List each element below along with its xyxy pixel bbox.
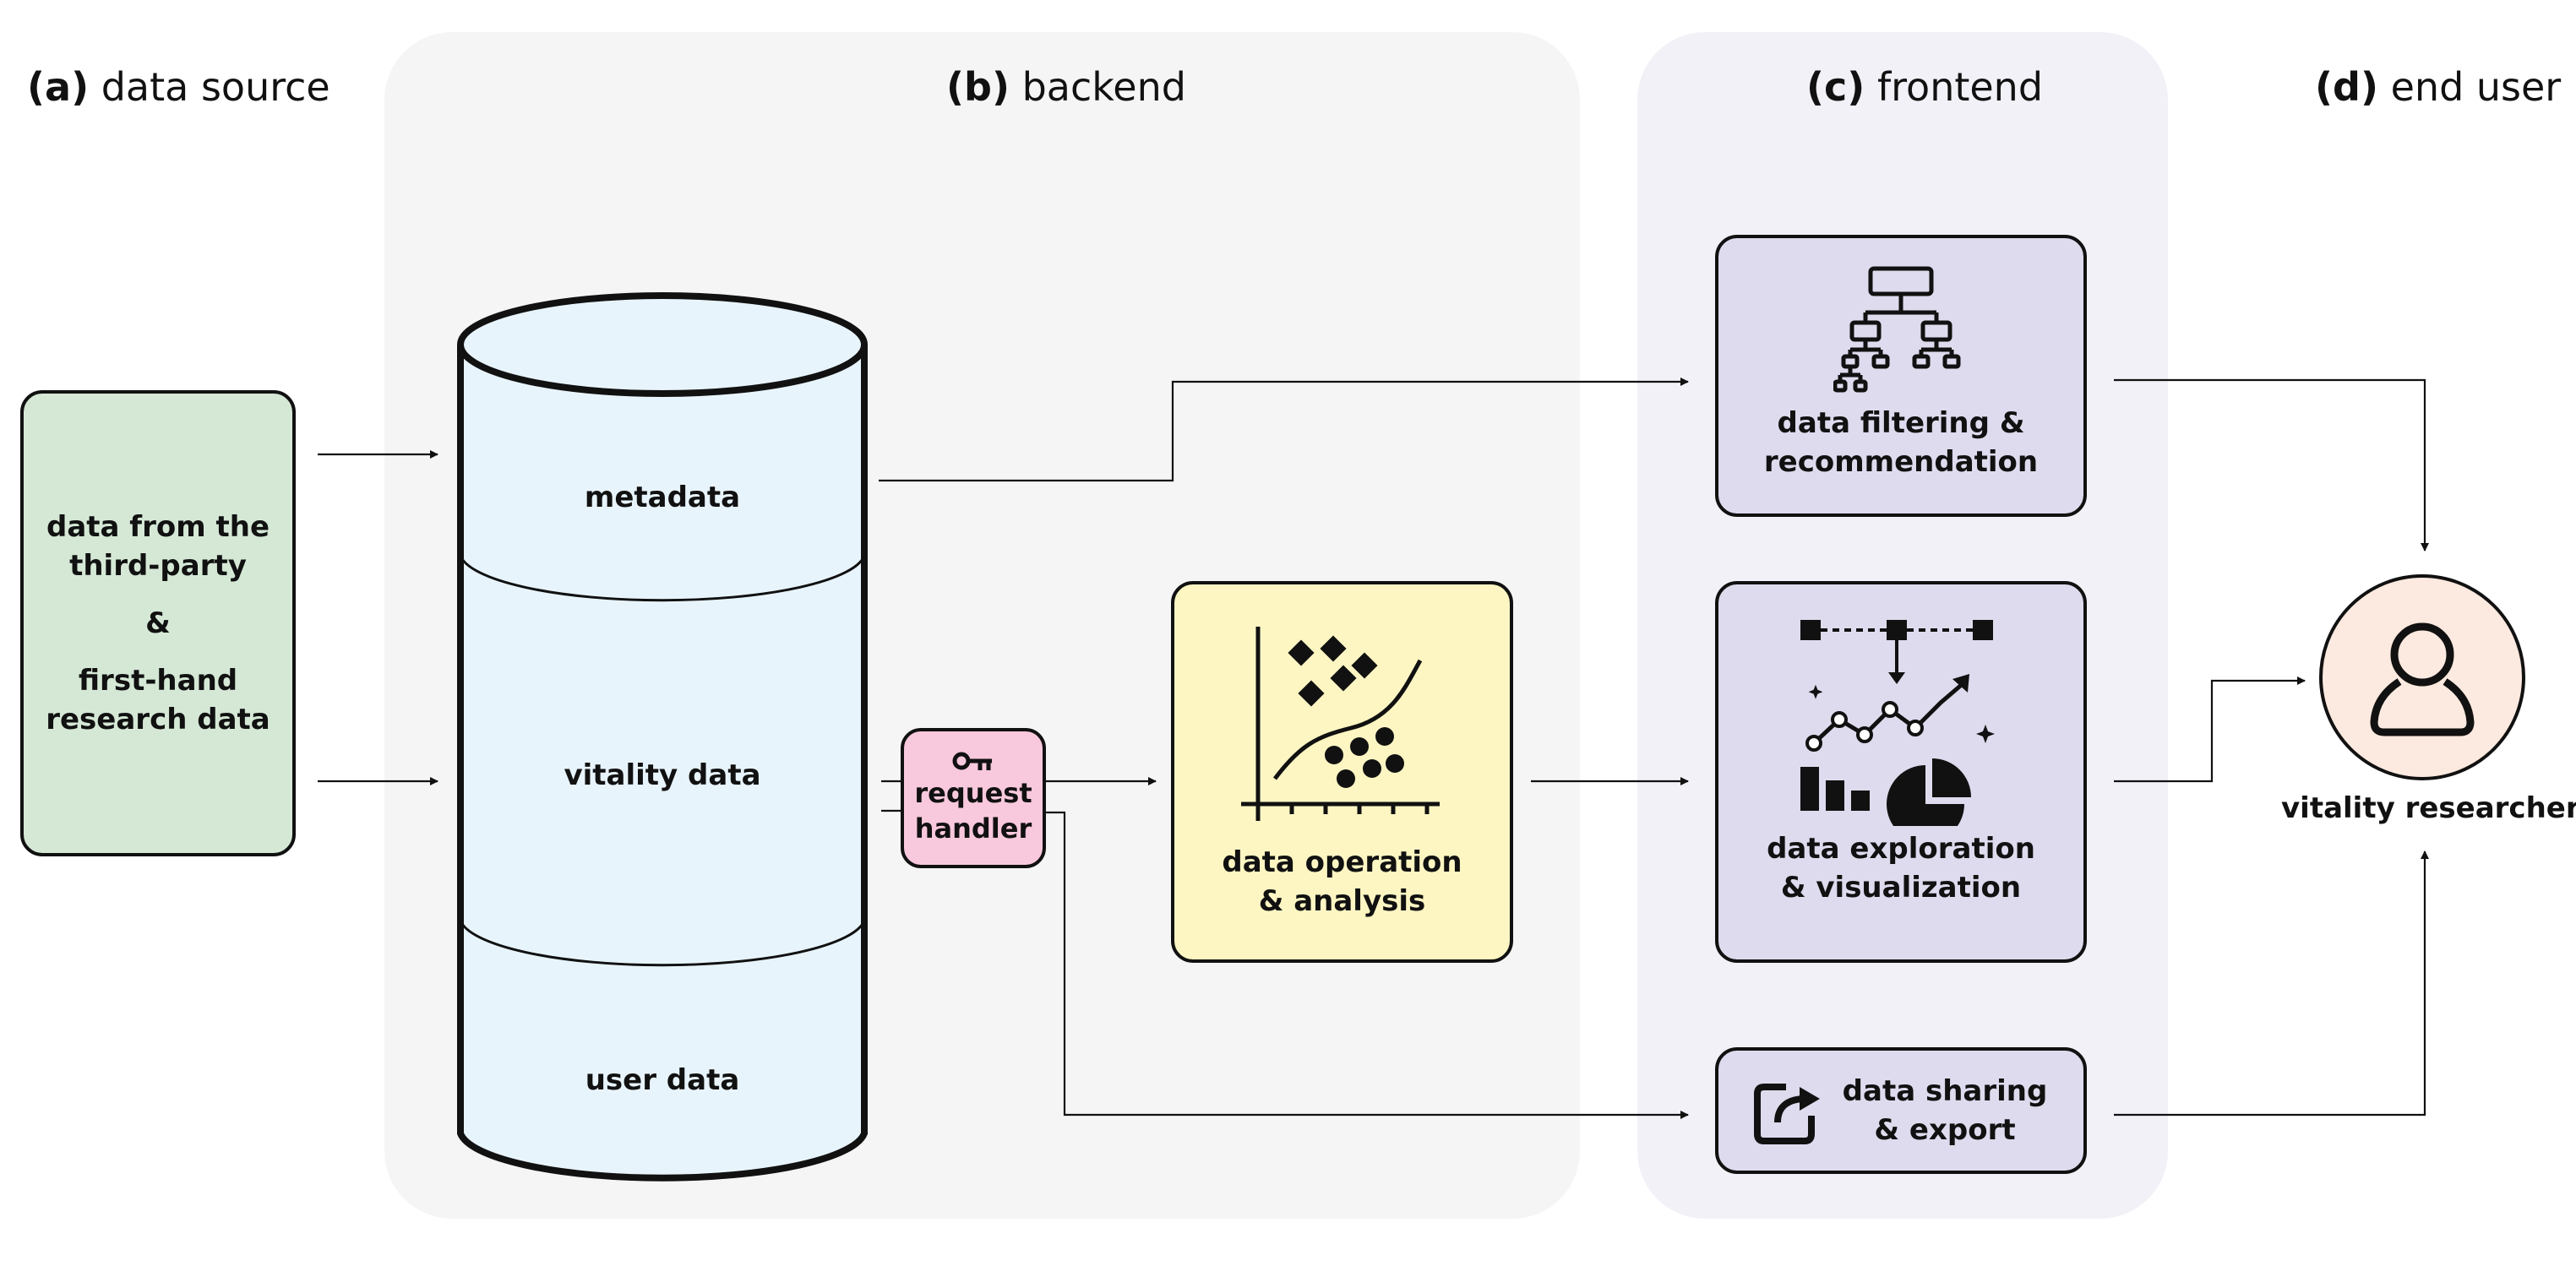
section-title-data-source: (a) data source bbox=[27, 64, 330, 110]
person-icon bbox=[2370, 622, 2475, 736]
arrow-sharing-to-user bbox=[2114, 850, 2429, 1117]
charts-icon bbox=[1800, 620, 1995, 826]
data-exploration-box: data exploration & visualization bbox=[1715, 581, 2087, 963]
db-vitality-data-label: vitality data bbox=[564, 758, 761, 792]
data-sharing-label: data sharing & export bbox=[1842, 1074, 2048, 1147]
request-handler-box: request handler bbox=[901, 728, 1046, 868]
section-title-end-user: (d) end user bbox=[2315, 64, 2562, 110]
user-label: vitality researchers bbox=[2281, 791, 2576, 825]
data-operation-label: data operation & analysis bbox=[1222, 845, 1462, 918]
data-source-box: data from the third-party & first-hand r… bbox=[20, 390, 296, 856]
scatter-plot-icon bbox=[1240, 627, 1440, 821]
request-handler-label: request handler bbox=[914, 777, 1032, 845]
source-third-party-label: data from the third-party bbox=[46, 510, 270, 583]
data-exploration-label: data exploration & visualization bbox=[1767, 832, 2035, 905]
data-filtering-box: data filtering & recommendation bbox=[1715, 235, 2087, 517]
source-first-hand-label: first-hand research data bbox=[46, 664, 270, 736]
data-filtering-label: data filtering & recommendation bbox=[1763, 406, 2039, 479]
arrow-filtering-to-user bbox=[2114, 378, 2429, 551]
db-metadata-label: metadata bbox=[584, 481, 741, 514]
data-operation-box: data operation & analysis bbox=[1171, 581, 1513, 963]
section-title-frontend: (c) frontend bbox=[1806, 64, 2044, 110]
source-ampersand: & bbox=[145, 606, 171, 640]
key-icon bbox=[952, 752, 992, 770]
arrow-exploration-to-user bbox=[2114, 676, 2306, 783]
arrow-handler-to-sharing bbox=[1044, 811, 1689, 1119]
db-user-data-label: user data bbox=[585, 1063, 740, 1097]
data-sharing-box: data sharing & export bbox=[1715, 1047, 2087, 1174]
section-title-backend: (b) backend bbox=[946, 64, 1186, 110]
arrow-metadata-to-filtering bbox=[879, 378, 1689, 482]
hierarchy-icon bbox=[1833, 266, 1961, 393]
export-share-icon bbox=[1754, 1084, 1820, 1144]
database-cylinder bbox=[457, 292, 868, 1182]
user-avatar bbox=[2319, 574, 2525, 780]
